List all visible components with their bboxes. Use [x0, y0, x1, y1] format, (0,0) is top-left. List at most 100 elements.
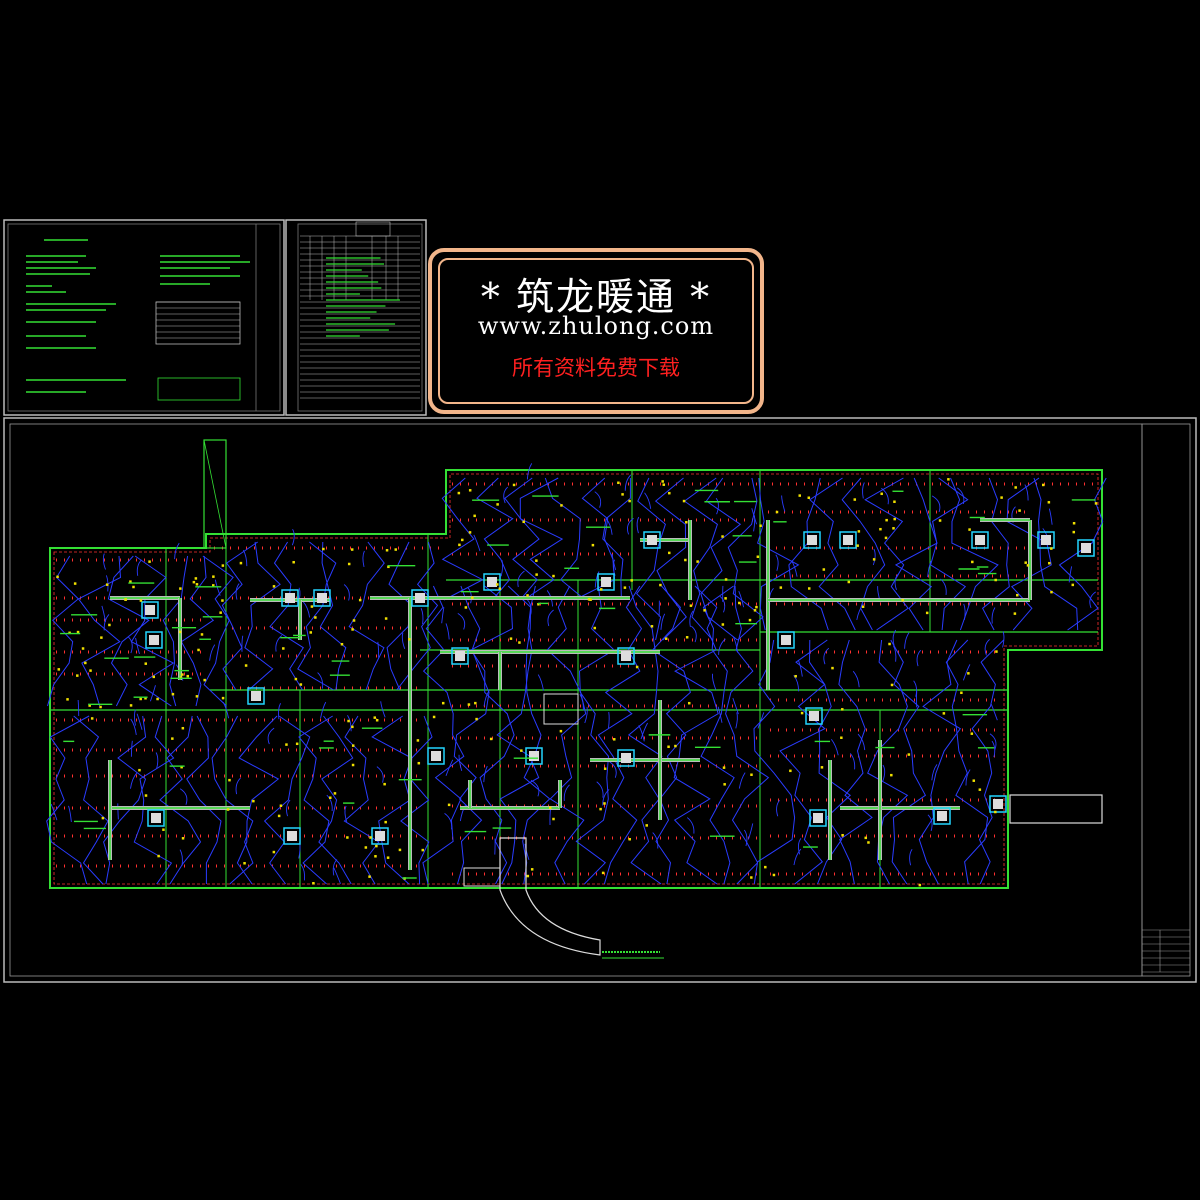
duct-curve [823, 647, 830, 665]
duct-curve [893, 645, 897, 662]
diffuser-mark [687, 701, 691, 705]
diffuser-mark [925, 611, 929, 615]
duct-curve [594, 491, 602, 508]
diffuser-mark [1071, 583, 1075, 587]
duct-curve [179, 788, 188, 805]
diffuser-mark [226, 808, 230, 811]
duct-line [103, 715, 147, 885]
duct-curve [317, 672, 324, 689]
diffuser-mark [1050, 590, 1053, 594]
exhaust-grille-icon [151, 813, 161, 823]
duct-curve [719, 595, 726, 613]
diffuser-mark [918, 883, 922, 887]
diffuser-mark [89, 669, 92, 672]
duct-curve [377, 641, 380, 658]
duct-line [46, 715, 90, 885]
duct-curve [717, 706, 723, 723]
exhaust-grille-icon [621, 753, 631, 763]
diffuser-mark [960, 691, 963, 695]
duct-curve [473, 534, 481, 552]
fan-unit-icon [147, 809, 165, 827]
exhaust-grille-icon [601, 577, 611, 587]
duct-line [1006, 477, 1052, 631]
diffuser-mark [893, 517, 896, 521]
duct-curve [793, 848, 802, 866]
duct-curve [179, 849, 183, 866]
duct-line [890, 639, 927, 885]
duct-line [400, 715, 433, 885]
diffuser-mark [907, 753, 911, 756]
diffuser-mark [664, 637, 668, 640]
duct-curve [320, 701, 327, 719]
diffuser-mark [471, 596, 474, 599]
diffuser-mark [1072, 530, 1076, 534]
fan-unit-icon [427, 747, 445, 765]
exhaust-grille-icon [287, 831, 297, 841]
legend-table [155, 301, 241, 345]
diffuser-mark [628, 499, 631, 503]
exhaust-grille-icon [937, 811, 947, 821]
diffuser-mark [144, 794, 148, 797]
diffuser-mark [374, 855, 377, 858]
fan-unit-icon [247, 687, 265, 705]
fan-unit-icon [1037, 531, 1055, 549]
duct-curve [136, 713, 143, 730]
diffuser-mark [181, 673, 184, 676]
diffuser-mark [333, 792, 337, 795]
duct-curve [77, 699, 80, 717]
diffuser-mark [157, 854, 160, 858]
duct-line [297, 541, 337, 691]
exhaust-grille-icon [415, 593, 425, 603]
diffuser-mark [530, 868, 534, 871]
diffuser-mark [346, 836, 349, 839]
diffuser-mark [518, 641, 521, 644]
duct-line [597, 585, 643, 885]
duct-line [298, 715, 333, 885]
diffuser-mark [458, 543, 461, 547]
duct-curve [849, 753, 856, 770]
duct-line [683, 477, 718, 641]
duct-curve [362, 550, 365, 568]
duct-curve [483, 690, 490, 707]
duct-curve [467, 586, 472, 604]
exhaust-grille-icon [145, 605, 155, 615]
diffuser-mark [244, 664, 248, 667]
duct-curve [627, 517, 634, 535]
diffuser-mark [807, 587, 811, 590]
duct-line [319, 541, 347, 691]
diffuser-mark [864, 836, 867, 840]
diffuser-mark [144, 662, 148, 665]
diffuser-mark [623, 586, 627, 589]
diffuser-mark [1026, 564, 1030, 567]
fan-unit-icon [617, 647, 635, 665]
diffuser-mark [186, 674, 190, 678]
duct-line [470, 585, 515, 885]
duct-line [77, 555, 122, 707]
duct-curve [326, 794, 333, 812]
watermark-url[interactable]: www.zhulong.com [477, 312, 715, 340]
diffuser-mark [474, 701, 477, 705]
diffuser-mark [144, 697, 147, 700]
diffuser-mark [650, 625, 654, 628]
fan-unit-icon [281, 589, 299, 607]
diffuser-mark [56, 575, 59, 579]
duct-curve [130, 772, 138, 789]
diffuser-mark [386, 856, 390, 859]
diffuser-mark [1000, 496, 1003, 499]
duct-curve [609, 761, 617, 778]
diffuser-mark [387, 565, 390, 569]
diffuser-mark [800, 711, 804, 715]
duct-curve [267, 727, 275, 745]
diffuser-mark [496, 503, 499, 506]
duct-curve [222, 702, 230, 719]
diffuser-mark [1013, 612, 1017, 615]
duct-curve [596, 781, 604, 798]
diffuser-mark [978, 788, 982, 791]
diffuser-mark [312, 882, 315, 885]
duct-line [864, 477, 909, 631]
duct-line [318, 715, 354, 885]
diffuser-mark [972, 779, 976, 782]
duct-curve [563, 784, 570, 801]
diffuser-mark [689, 604, 693, 607]
diffuser-mark [219, 611, 222, 614]
